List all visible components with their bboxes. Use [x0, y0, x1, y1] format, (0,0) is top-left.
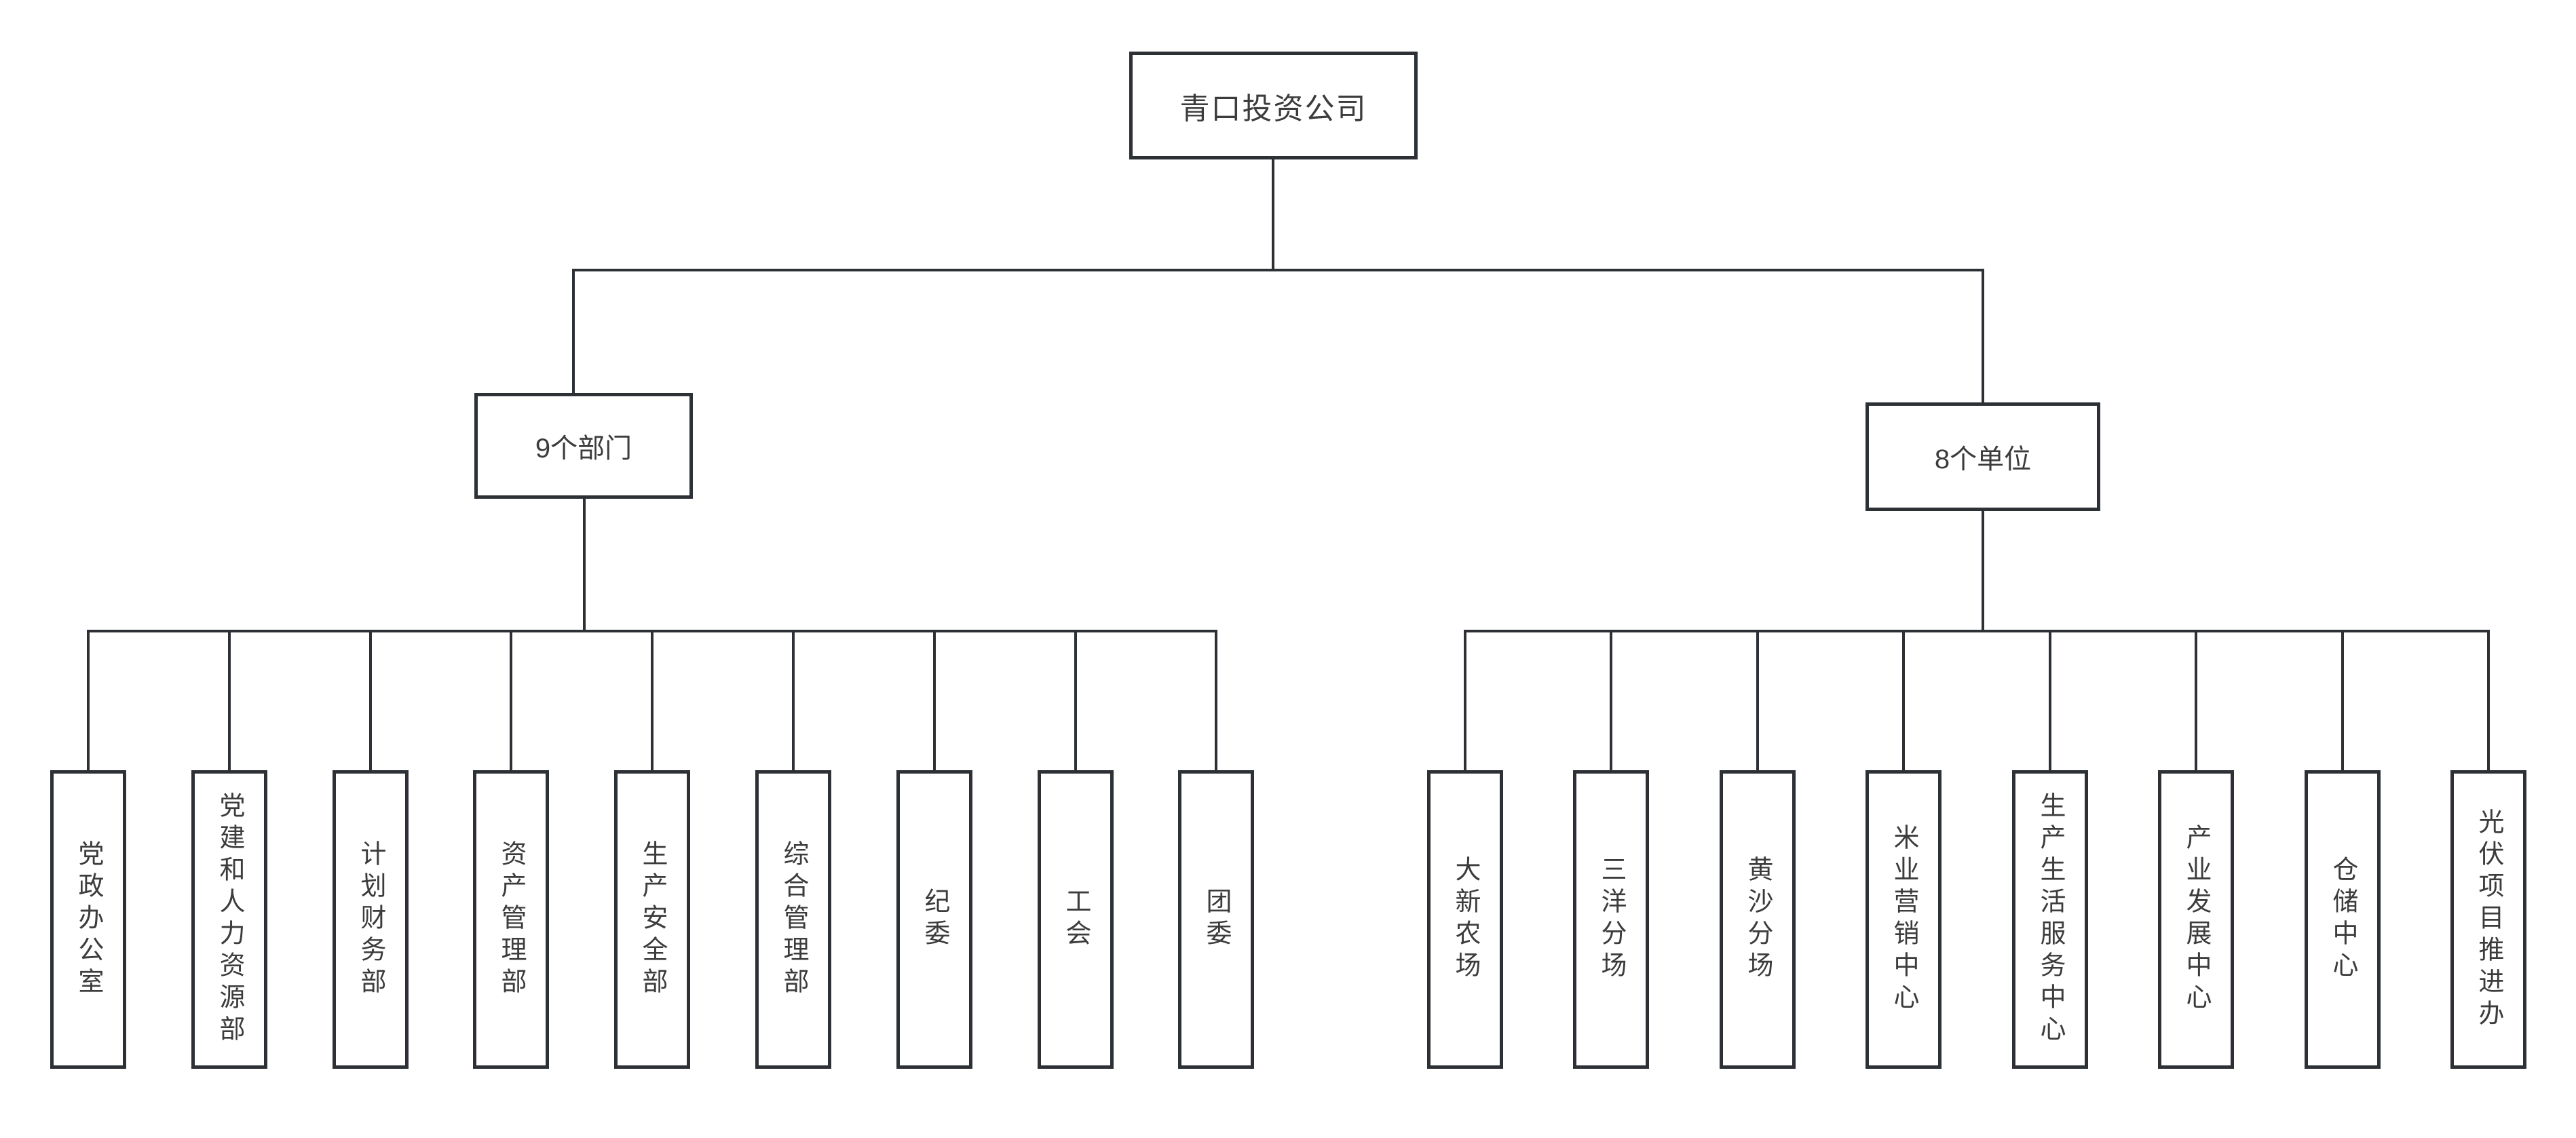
connector-drop-unit-8: [2487, 630, 2490, 772]
node-unit-5: 生产生活服务中心: [2012, 770, 2088, 1069]
connector-drop-dept-6: [792, 630, 795, 772]
node-unit-3-label: 黄沙分场: [1743, 856, 1772, 983]
node-units-group: 8个单位: [1865, 402, 2100, 511]
node-units-group-label: 8个单位: [1934, 444, 2032, 474]
node-dept-6: 综合管理部: [755, 770, 831, 1069]
node-dept-4-label: 资产管理部: [497, 839, 525, 1000]
node-unit-4: 米业营销中心: [1865, 770, 1942, 1069]
connector-drop-units: [1982, 269, 1984, 404]
connector-drop-departments: [572, 269, 575, 395]
connector-drop-unit-3: [1756, 630, 1759, 772]
connector-drop-dept-2: [228, 630, 231, 772]
node-dept-1: 党政办公室: [50, 770, 126, 1069]
connector-top-rail: [572, 269, 1984, 271]
node-company: 青口投资公司: [1129, 52, 1418, 159]
node-company-label: 青口投资公司: [1179, 92, 1367, 126]
connector-drop-dept-4: [510, 630, 512, 772]
node-dept-5: 生产安全部: [614, 770, 690, 1069]
node-unit-6-label: 产业发展中心: [2182, 824, 2210, 1015]
node-unit-8-label: 光伏项目推进办: [2474, 808, 2503, 1031]
node-unit-2-label: 三洋分场: [1597, 856, 1625, 983]
node-dept-2: 党建和人力资源部: [191, 770, 267, 1069]
node-dept-7-label: 纪委: [920, 888, 949, 951]
connector-units-stem: [1982, 510, 1984, 632]
node-unit-3: 黄沙分场: [1720, 770, 1796, 1069]
node-unit-1-label: 大新农场: [1451, 856, 1479, 983]
connector-drop-dept-9: [1215, 630, 1217, 772]
node-unit-7-label: 仓储中心: [2328, 856, 2357, 983]
node-dept-2-label: 党建和人力资源部: [215, 792, 244, 1047]
connector-drop-unit-7: [2341, 630, 2344, 772]
node-dept-7: 纪委: [896, 770, 972, 1069]
connector-root-stem: [1272, 159, 1274, 270]
node-dept-8: 工会: [1038, 770, 1114, 1069]
node-dept-8-label: 工会: [1061, 888, 1090, 951]
node-dept-3-label: 计划财务部: [356, 839, 385, 1000]
node-unit-5-label: 生产生活服务中心: [2036, 792, 2064, 1047]
node-departments-group: 9个部门: [474, 393, 693, 499]
node-dept-9: 团委: [1178, 770, 1254, 1069]
connector-departments-stem: [583, 496, 586, 632]
node-dept-4: 资产管理部: [473, 770, 549, 1069]
node-dept-9-label: 团委: [1202, 888, 1230, 951]
node-unit-6: 产业发展中心: [2158, 770, 2234, 1069]
node-departments-group-label: 9个部门: [535, 434, 632, 463]
node-unit-8: 光伏项目推进办: [2450, 770, 2526, 1069]
connector-drop-unit-2: [1610, 630, 1612, 772]
node-unit-4-label: 米业营销中心: [1889, 824, 1918, 1015]
connector-drop-dept-5: [651, 630, 654, 772]
connector-drop-dept-8: [1074, 630, 1077, 772]
connector-drop-dept-7: [933, 630, 936, 772]
node-unit-7: 仓储中心: [2305, 770, 2381, 1069]
node-dept-6-label: 综合管理部: [779, 839, 808, 1000]
node-dept-5-label: 生产安全部: [638, 839, 666, 1000]
connector-drop-unit-4: [1902, 630, 1905, 772]
connector-drop-unit-6: [2195, 630, 2197, 772]
node-dept-1-label: 党政办公室: [74, 839, 102, 1000]
connector-drop-dept-3: [369, 630, 372, 772]
node-dept-3: 计划财务部: [333, 770, 409, 1069]
connector-drop-unit-1: [1464, 630, 1466, 772]
connector-units-rail: [1464, 630, 2490, 632]
node-unit-1: 大新农场: [1427, 770, 1503, 1069]
node-unit-2: 三洋分场: [1573, 770, 1649, 1069]
connector-drop-unit-5: [2049, 630, 2051, 772]
connector-drop-dept-1: [87, 630, 90, 772]
